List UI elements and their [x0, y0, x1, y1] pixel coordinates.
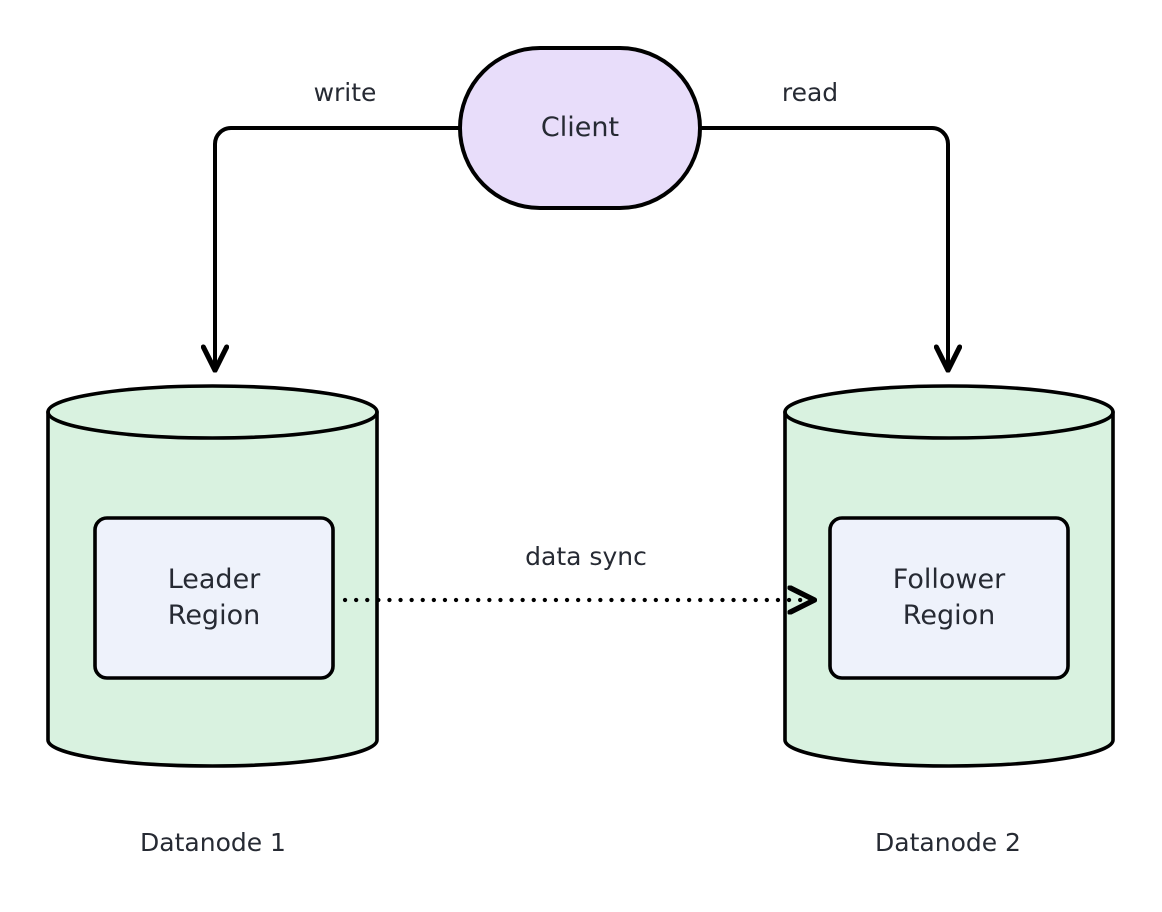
read-edge-connector — [701, 126, 948, 368]
follower-region-shape[interactable] — [828, 516, 1070, 680]
client-node-shape[interactable] — [458, 46, 702, 210]
write-edge-connector — [215, 126, 459, 368]
leader-region-shape[interactable] — [93, 516, 335, 680]
